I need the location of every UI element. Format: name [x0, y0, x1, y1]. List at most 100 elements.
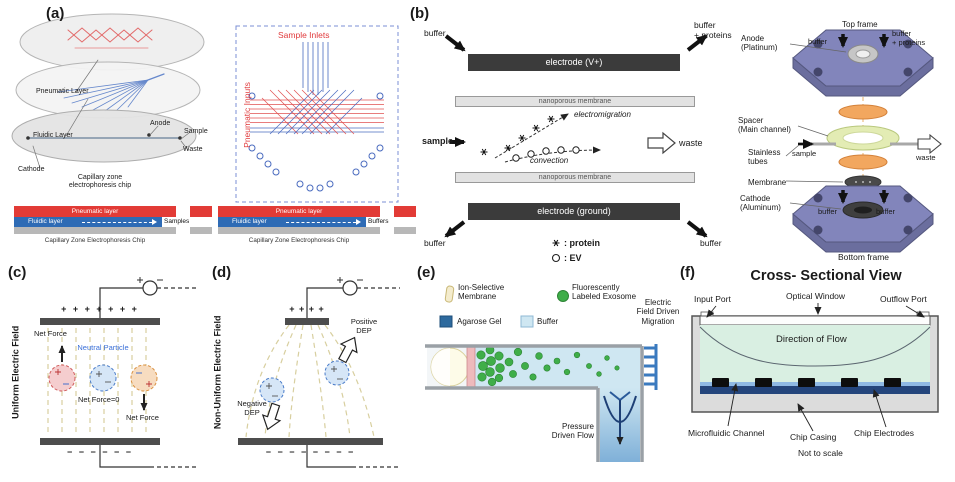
- flow-dashed-line: [82, 221, 152, 223]
- exosome-dots: [476, 345, 620, 387]
- flow-arrowhead: [356, 219, 361, 225]
- ion-selective-membrane-label: Ion-Selective Membrane: [458, 283, 505, 302]
- nonuniform-field-lines: [245, 324, 375, 438]
- spacer-label: Spacer (Main channel): [738, 116, 791, 135]
- waste-label: Waste: [183, 146, 203, 153]
- chip-casing-label: Chip Casing: [790, 432, 837, 442]
- buffer-label-bottom-left: buffer: [424, 238, 446, 248]
- panel-a-label: (a): [46, 5, 65, 22]
- ion-selective-membrane-strip: [466, 345, 476, 389]
- chip-electrodes-label: Chip Electrodes: [854, 428, 915, 438]
- chip-electrode-pads: [712, 378, 901, 387]
- buffer-arrows-bottom: [838, 190, 889, 204]
- cross-sectional-view-title: Cross- Sectional View: [750, 268, 902, 284]
- membrane-legend-icon: [444, 285, 455, 303]
- nanoporous-membrane-top: nanoporous membrane: [455, 96, 695, 107]
- top-electrode-bar: electrode (V+): [468, 54, 680, 71]
- device-sample-label: sample: [792, 149, 817, 158]
- particle-charge-marks: [96, 371, 102, 377]
- membrane-disk: [844, 175, 882, 189]
- device-buffer-proteins-top-right: buffer + proteins: [892, 29, 926, 47]
- particle-charge-marks: [331, 366, 337, 372]
- fluidic-layer-label: Fluidic Layer: [33, 132, 73, 139]
- panel-b-ffe-schematic: [444, 34, 708, 263]
- legend-protein-icon: [552, 239, 560, 247]
- buffer-legend-label: Buffer: [537, 317, 559, 326]
- exosome-legend-icon: [557, 290, 569, 302]
- cross-section-buffer-loading: Pneumatic layer Fluidic layer Capillary …: [218, 206, 416, 258]
- channel-walls: [425, 344, 644, 462]
- gasket-top: [838, 104, 888, 120]
- bottom-frame-label: Bottom frame: [838, 252, 890, 262]
- gasket-bottom: [838, 154, 888, 170]
- net-force-zero-label: Net Force=0: [78, 395, 120, 404]
- net-force-down-label: Net Force: [126, 413, 159, 422]
- panel-a-leader-lines: [32, 59, 190, 169]
- uniform-field-side-label: Uniform Electric Field: [10, 325, 21, 419]
- panel-d-nonuniform-field: [238, 277, 400, 468]
- panel-f-label: (f): [680, 264, 695, 281]
- legend-ev-icon: [551, 253, 561, 263]
- nonuniform-field-side-label: Non-Uniform Electric Field: [212, 315, 223, 430]
- particle-charge-marks: [266, 383, 272, 389]
- positive-dep-arrow: [338, 336, 358, 364]
- device-waste-label: waste: [916, 153, 936, 162]
- buffers-flow-label: Buffers: [368, 218, 389, 225]
- reservoir-block-top: [190, 206, 212, 217]
- spacer-ring: [826, 125, 900, 151]
- panel-a-exploded-stack: [11, 13, 205, 169]
- panel-f-leaders: [706, 303, 925, 432]
- panel-f-cross-section-diagram: [691, 303, 939, 432]
- source-plus-mark: [137, 277, 143, 283]
- cathode-label: Cathode: [18, 166, 45, 173]
- panel-a-top-view: [235, 25, 399, 203]
- cathode-port: [26, 136, 30, 140]
- fluidic-layer-bar-label: Fluidic layer: [28, 218, 63, 225]
- lattice-diagonals-blue: [269, 89, 363, 135]
- fluidic-layer-bar: Fluidic layer: [14, 217, 162, 227]
- top-frame-label: Top frame: [842, 20, 878, 29]
- bottom-electrode-wide: [238, 438, 383, 445]
- fluidic-layer-bar: Fluidic layer: [218, 217, 366, 227]
- protein-symbols: [480, 115, 555, 156]
- negative-dep-label: Negative DEP: [237, 399, 267, 417]
- top-view-outline: [235, 25, 399, 203]
- buffer-flow-arrows: [444, 34, 708, 238]
- waste-block-arrow: [647, 131, 676, 155]
- device-leader-lines: [785, 43, 847, 210]
- plus-charges-row: + + + + + + +: [61, 304, 139, 314]
- particle-charge-marks: [55, 369, 61, 375]
- fluidic-layer-bar-label: Fluidic layer: [232, 218, 267, 225]
- anode-platinum-label: Anode (Platinum): [741, 34, 778, 53]
- agarose-gel-label: Agarose Gel: [457, 317, 502, 326]
- bottom-electrode-bar: electrode (ground): [468, 203, 680, 220]
- minus-charges-row-d: − − − − − − − −: [265, 447, 356, 457]
- sample-inlet-label: sample: [422, 136, 454, 146]
- net-force-up-label: Net Force: [34, 329, 67, 338]
- cze-chip-caption: Capillary Zone Electrophoresis Chip: [248, 237, 350, 244]
- cze-chip-disk: [11, 109, 197, 163]
- chip-substrate-bar: [14, 227, 176, 234]
- nanoporous-membrane-bottom: nanoporous membrane: [455, 172, 695, 183]
- legend-protein-label: : protein: [564, 238, 600, 248]
- device-buffer-bottom-left: buffer: [818, 207, 838, 216]
- direction-of-flow-label: Direction of Flow: [776, 334, 847, 345]
- convection-arrow: [504, 146, 601, 163]
- top-electrode: [40, 318, 160, 325]
- pneumatic-inputs-label: Pneumatic Inputs: [241, 82, 252, 148]
- convection-label: convection: [530, 156, 569, 165]
- neutral-particle: [89, 364, 117, 392]
- chip-substrate-bar: [218, 227, 380, 234]
- reservoir-circles: [248, 92, 384, 192]
- panel-c-label: (c): [8, 264, 27, 281]
- not-to-scale-label: Not to scale: [798, 448, 843, 458]
- flow-dashed-line: [286, 221, 356, 223]
- microfluidic-channel-label: Microfluidic Channel: [688, 428, 765, 438]
- panel-b-device-exploded: [785, 29, 942, 253]
- panel-d-label: (d): [212, 264, 232, 281]
- samples-flow-label: Samples: [164, 218, 190, 225]
- anode-label: Anode: [150, 120, 171, 127]
- reservoir-block-bottom: [190, 227, 212, 234]
- cathode-aluminum-label: Cathode (Aluminum): [740, 194, 781, 213]
